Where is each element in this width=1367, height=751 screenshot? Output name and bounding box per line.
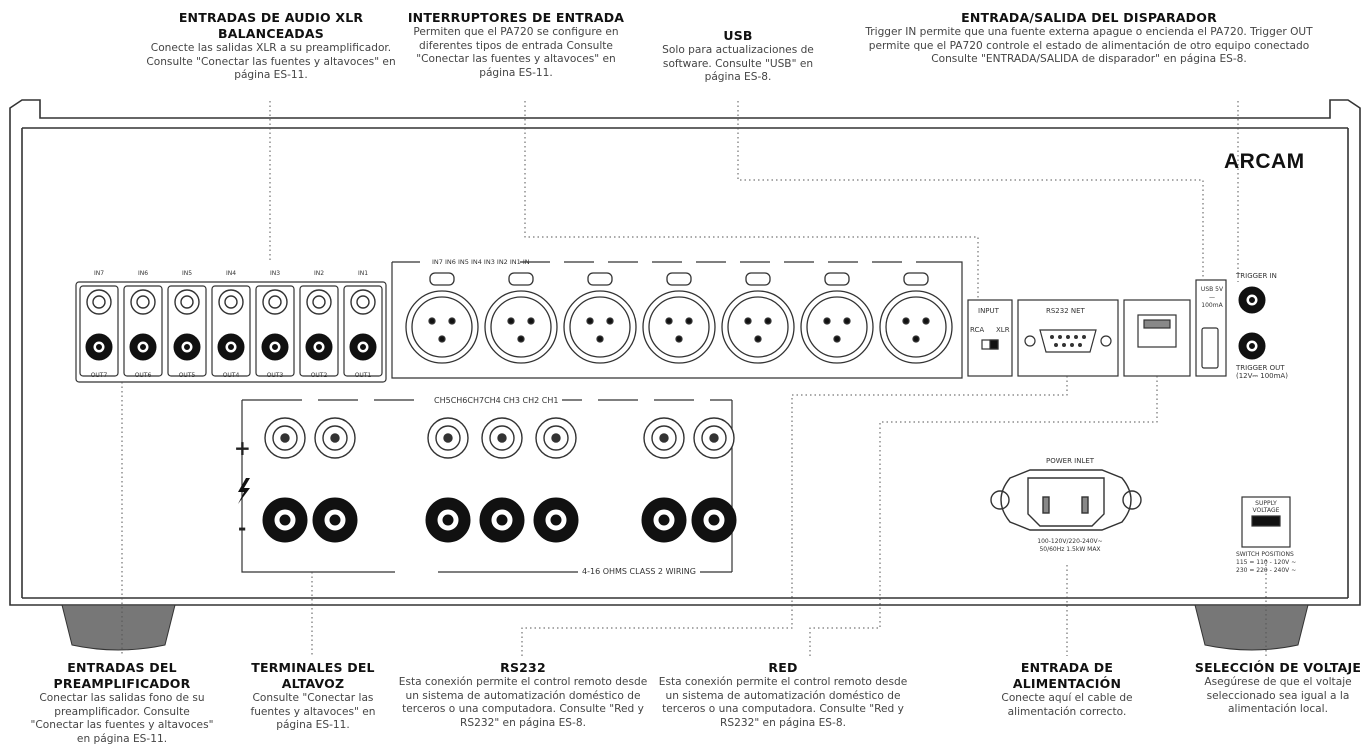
callout-desc: Consulte "Conectar las fuentes y altavoc… [250, 692, 376, 731]
xlr-jacks [405, 272, 953, 364]
callout-title: ENTRADAS DEL PREAMPLIFICADOR [53, 660, 191, 691]
rca-in-label: IN7 [93, 270, 105, 277]
switch-positions-label: SWITCH POSITIONS 115 = 110 - 120V ~ 230 … [1236, 551, 1297, 574]
callout-desc: Esta conexión permite el control remoto … [658, 676, 908, 729]
speaker-minus-terminals [262, 497, 737, 543]
callout-trigger: ENTRADA/SALIDA DEL DISPARADOR Trigger IN… [858, 10, 1320, 67]
trigger-out-label: TRIGGER OUT (12V⎓ 100mA) [1236, 364, 1288, 380]
speaker-minus-sign: - [238, 516, 247, 540]
trigger-jacks [1238, 286, 1266, 360]
brand-logo: ARCAM [1224, 150, 1305, 173]
voltage-switch [1241, 496, 1291, 548]
rca-out-label: OUT1 [354, 372, 372, 379]
rca-out-label: OUT7 [90, 372, 108, 379]
xlr-header-label: IN7 IN6 IN5 IN4 IN3 IN2 IN1 IN [432, 258, 530, 266]
rca-in-label: IN6 [137, 270, 149, 277]
power-inlet-label: POWER INLET [1046, 457, 1095, 465]
callout-desc: Conectar las salidas fono de su preampli… [30, 692, 214, 745]
input-label: INPUT [978, 307, 999, 315]
callout-usb: USB Solo para actualizaciones de softwar… [648, 28, 828, 85]
callout-desc: Esta conexión permite el control remoto … [398, 676, 648, 729]
supply-voltage-label: SUPPLY VOLTAGE [1252, 500, 1280, 514]
usb-box [1195, 279, 1227, 377]
callout-desc: Permiten que el PA720 se configure en di… [413, 26, 619, 79]
callout-title: SELECCIÓN DE VOLTAJE [1194, 660, 1362, 675]
usb-label: USB 5V— 100mA [1200, 286, 1224, 309]
callout-title: TERMINALES DEL ALTAVOZ [251, 660, 375, 691]
rca-in-jacks [86, 289, 376, 315]
rca-out-label: OUT2 [310, 372, 328, 379]
callout-speaker-terminals: TERMINALES DEL ALTAVOZ Consulte "Conecta… [246, 660, 380, 733]
callout-xlr-inputs: ENTRADAS DE AUDIO XLR BALANCEADAS Conect… [130, 10, 412, 83]
input-switch-box [967, 299, 1013, 377]
rca-out-jacks [85, 333, 377, 361]
rca-out-label: OUT4 [222, 372, 240, 379]
callout-title: ENTRADA/SALIDA DEL DISPARADOR [961, 10, 1217, 25]
rca-out-label: OUT6 [134, 372, 152, 379]
callout-network: RED Esta conexión permite el control rem… [656, 660, 910, 730]
callout-rs232: RS232 Esta conexión permite el control r… [392, 660, 654, 730]
speaker-plus-terminals [264, 417, 735, 459]
power-rating-label: 100-120V/220-240V~ 50/60Hz 1.5kW MAX [1037, 538, 1103, 553]
rca-out-label: OUT3 [266, 372, 284, 379]
speaker-footer-label: 4-16 OHMS CLASS 2 WIRING [578, 567, 700, 576]
callout-title: RS232 [500, 660, 546, 675]
rca-in-label: IN2 [313, 270, 325, 277]
rca-in-label: IN5 [181, 270, 193, 277]
trigger-in-label: TRIGGER IN [1236, 272, 1277, 280]
callout-preamp-inputs: ENTRADAS DEL PREAMPLIFICADOR Conectar la… [2, 660, 242, 746]
callout-title: ENTRADA DE ALIMENTACIÓN [1012, 660, 1122, 691]
rca-in-label: IN3 [269, 270, 281, 277]
callout-title: USB [723, 28, 753, 43]
rs232-label: RS232 NET [1046, 307, 1085, 315]
rca-out-label: OUT5 [178, 372, 196, 379]
rca-in-label: IN1 [357, 270, 369, 277]
callout-desc: Solo para actualizaciones de software. C… [662, 44, 814, 83]
speaker-header-label: CH5CH6CH7CH4 CH3 CH2 CH1 [430, 396, 563, 405]
xlr-block [391, 261, 963, 379]
callout-input-switches: INTERRUPTORES DE ENTRADA Permiten que el… [402, 10, 630, 80]
leader-lines [121, 101, 1267, 656]
speaker-plus-sign: + [234, 436, 251, 460]
rca-in-label: IN4 [225, 270, 237, 277]
xlr-switch-label: XLR [996, 326, 1010, 334]
callout-power-inlet: ENTRADA DE ALIMENTACIÓN Conecte aquí el … [968, 660, 1166, 719]
rs232-box [1017, 299, 1119, 377]
power-inlet [990, 469, 1142, 531]
callout-desc: Asegúrese de que el voltaje seleccionado… [1204, 676, 1352, 715]
callout-title: INTERRUPTORES DE ENTRADA [407, 10, 625, 25]
callout-voltage-selection: SELECCIÓN DE VOLTAJE Asegúrese de que el… [1192, 660, 1364, 717]
chassis [9, 99, 1361, 606]
feet [61, 604, 1309, 651]
callout-desc: Trigger IN permite que una fuente extern… [865, 26, 1313, 65]
callout-title: ENTRADAS DE AUDIO XLR BALANCEADAS [178, 10, 364, 41]
callout-desc: Conecte aquí el cable de alimentación co… [1001, 692, 1133, 718]
lightning-icon [238, 478, 250, 504]
callout-desc: Conecte las salidas XLR a su preamplific… [146, 42, 396, 81]
rca-switch-label: RCA [970, 326, 985, 334]
rca-input-block [75, 281, 387, 383]
callout-title: RED [768, 660, 798, 675]
network-box [1123, 299, 1191, 377]
